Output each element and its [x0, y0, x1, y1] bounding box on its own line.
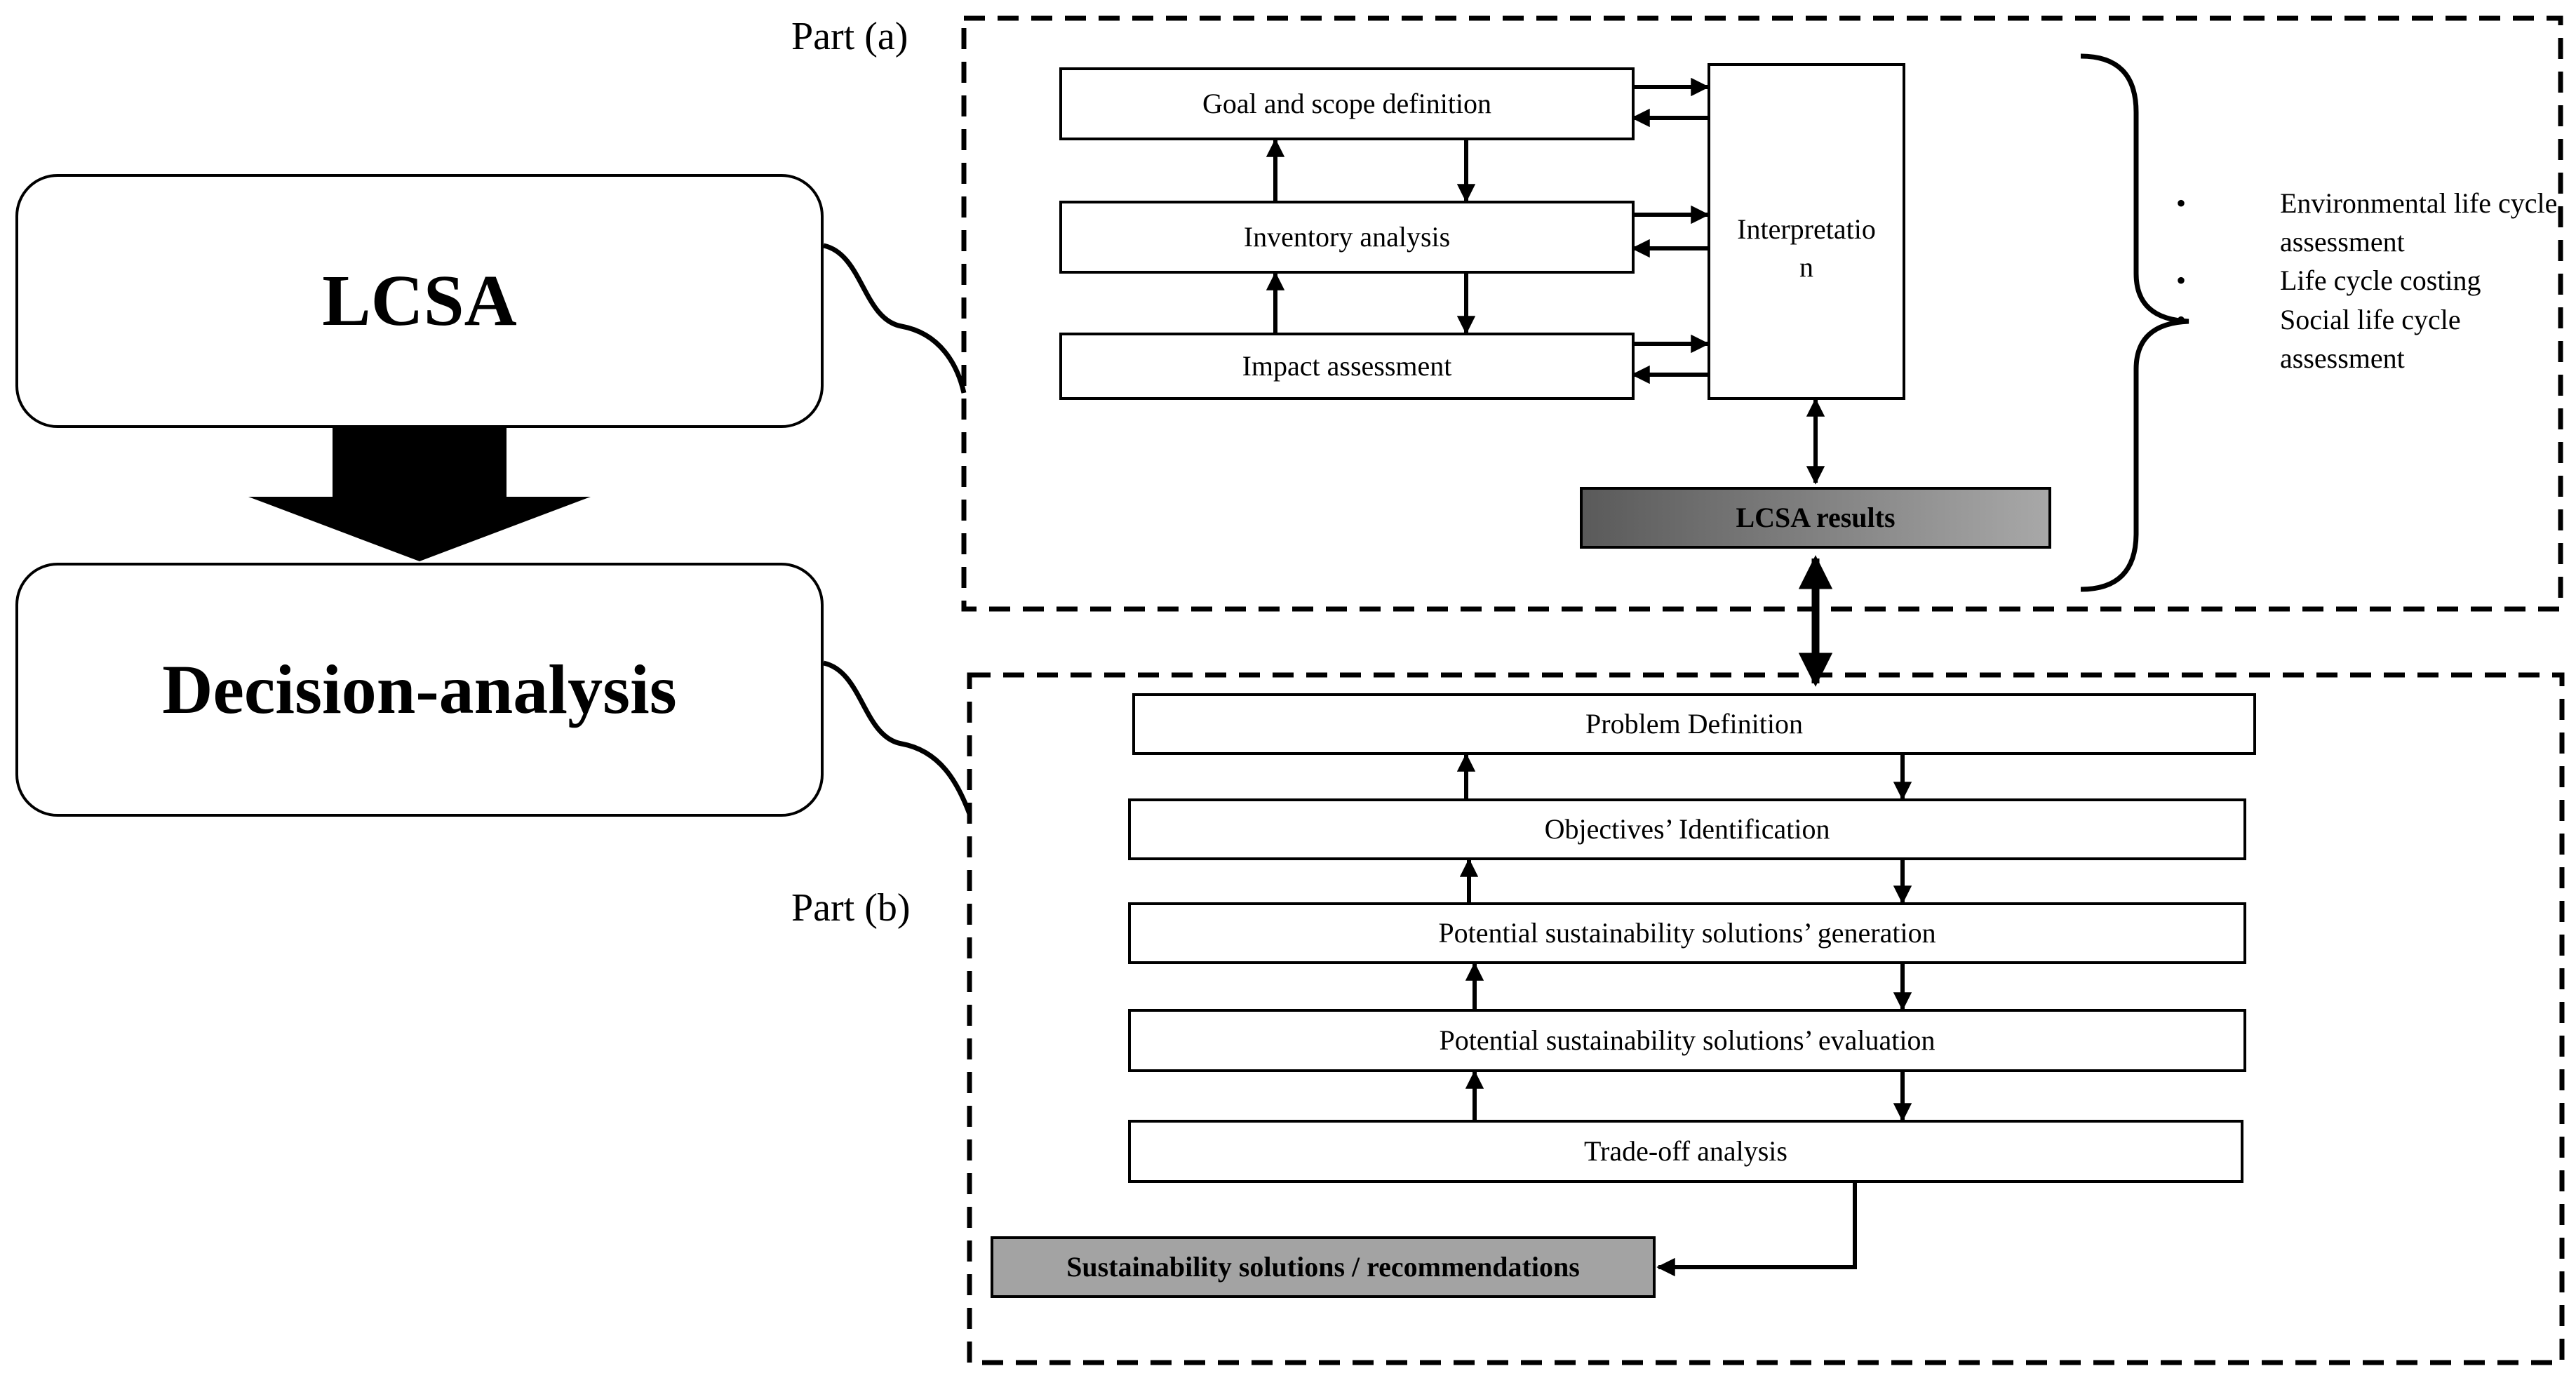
lcsa-box: LCSA — [15, 174, 824, 428]
goal-scope-box: Goal and scope definition — [1059, 67, 1635, 140]
part-b-label: Part (b) — [791, 886, 911, 930]
arrow-tradeoff-to-recommendations — [1656, 1183, 1857, 1277]
component-social-lca: Social life cycle assessment — [2168, 300, 2561, 377]
goal-scope-label: Goal and scope definition — [1202, 88, 1492, 119]
recommendations-box: Sustainability solutions / recommendatio… — [991, 1236, 1656, 1298]
impact-assessment-box: Impact assessment — [1059, 333, 1635, 400]
lcsa-box-label: LCSA — [322, 260, 517, 341]
decision-analysis-box-label: Decision-analysis — [162, 650, 677, 728]
solutions-generation-box: Potential sustainability solutions’ gene… — [1128, 902, 2246, 964]
decision-analysis-box: Decision-analysis — [15, 563, 824, 817]
component-environmental-lca: Environmental life cycle assessment — [2168, 184, 2561, 261]
solutions-generation-label: Potential sustainability solutions’ gene… — [1438, 917, 1936, 949]
inventory-analysis-box: Inventory analysis — [1059, 201, 1635, 274]
recommendations-label: Sustainability solutions / recommendatio… — [1066, 1251, 1580, 1283]
objectives-identification-label: Objectives’ Identification — [1544, 813, 1830, 845]
objectives-identification-box: Objectives’ Identification — [1128, 798, 2246, 860]
decision-link-curve — [823, 660, 972, 815]
component-life-cycle-costing: Life cycle costing — [2168, 261, 2561, 300]
part-a-label: Part (a) — [791, 15, 908, 58]
problem-definition-label: Problem Definition — [1585, 708, 1803, 740]
interpretation-box: Interpretatio n — [1708, 63, 1905, 400]
solutions-evaluation-label: Potential sustainability solutions’ eval… — [1439, 1024, 1936, 1056]
interpretation-label: Interpretatio n — [1737, 210, 1876, 286]
lcsa-components-list: Environmental life cycle assessment Life… — [2168, 184, 2561, 377]
part-a-frame — [961, 15, 2563, 612]
interpretation-label-line-1: Interpretatio — [1737, 213, 1876, 245]
part-b-frame — [967, 672, 2565, 1365]
tradeoff-analysis-label: Trade-off analysis — [1584, 1135, 1787, 1167]
down-block-arrow — [248, 428, 591, 561]
problem-definition-box: Problem Definition — [1132, 693, 2256, 755]
lcsa-results-label: LCSA results — [1736, 502, 1896, 533]
interpretation-label-line-2: n — [1799, 251, 1813, 283]
impact-assessment-label: Impact assessment — [1242, 350, 1452, 382]
inventory-analysis-label: Inventory analysis — [1243, 221, 1451, 253]
lcsa-link-curve — [823, 243, 967, 394]
solutions-evaluation-box: Potential sustainability solutions’ eval… — [1128, 1009, 2246, 1072]
tradeoff-analysis-box: Trade-off analysis — [1128, 1120, 2243, 1183]
lcsa-results-box: LCSA results — [1580, 487, 2051, 549]
